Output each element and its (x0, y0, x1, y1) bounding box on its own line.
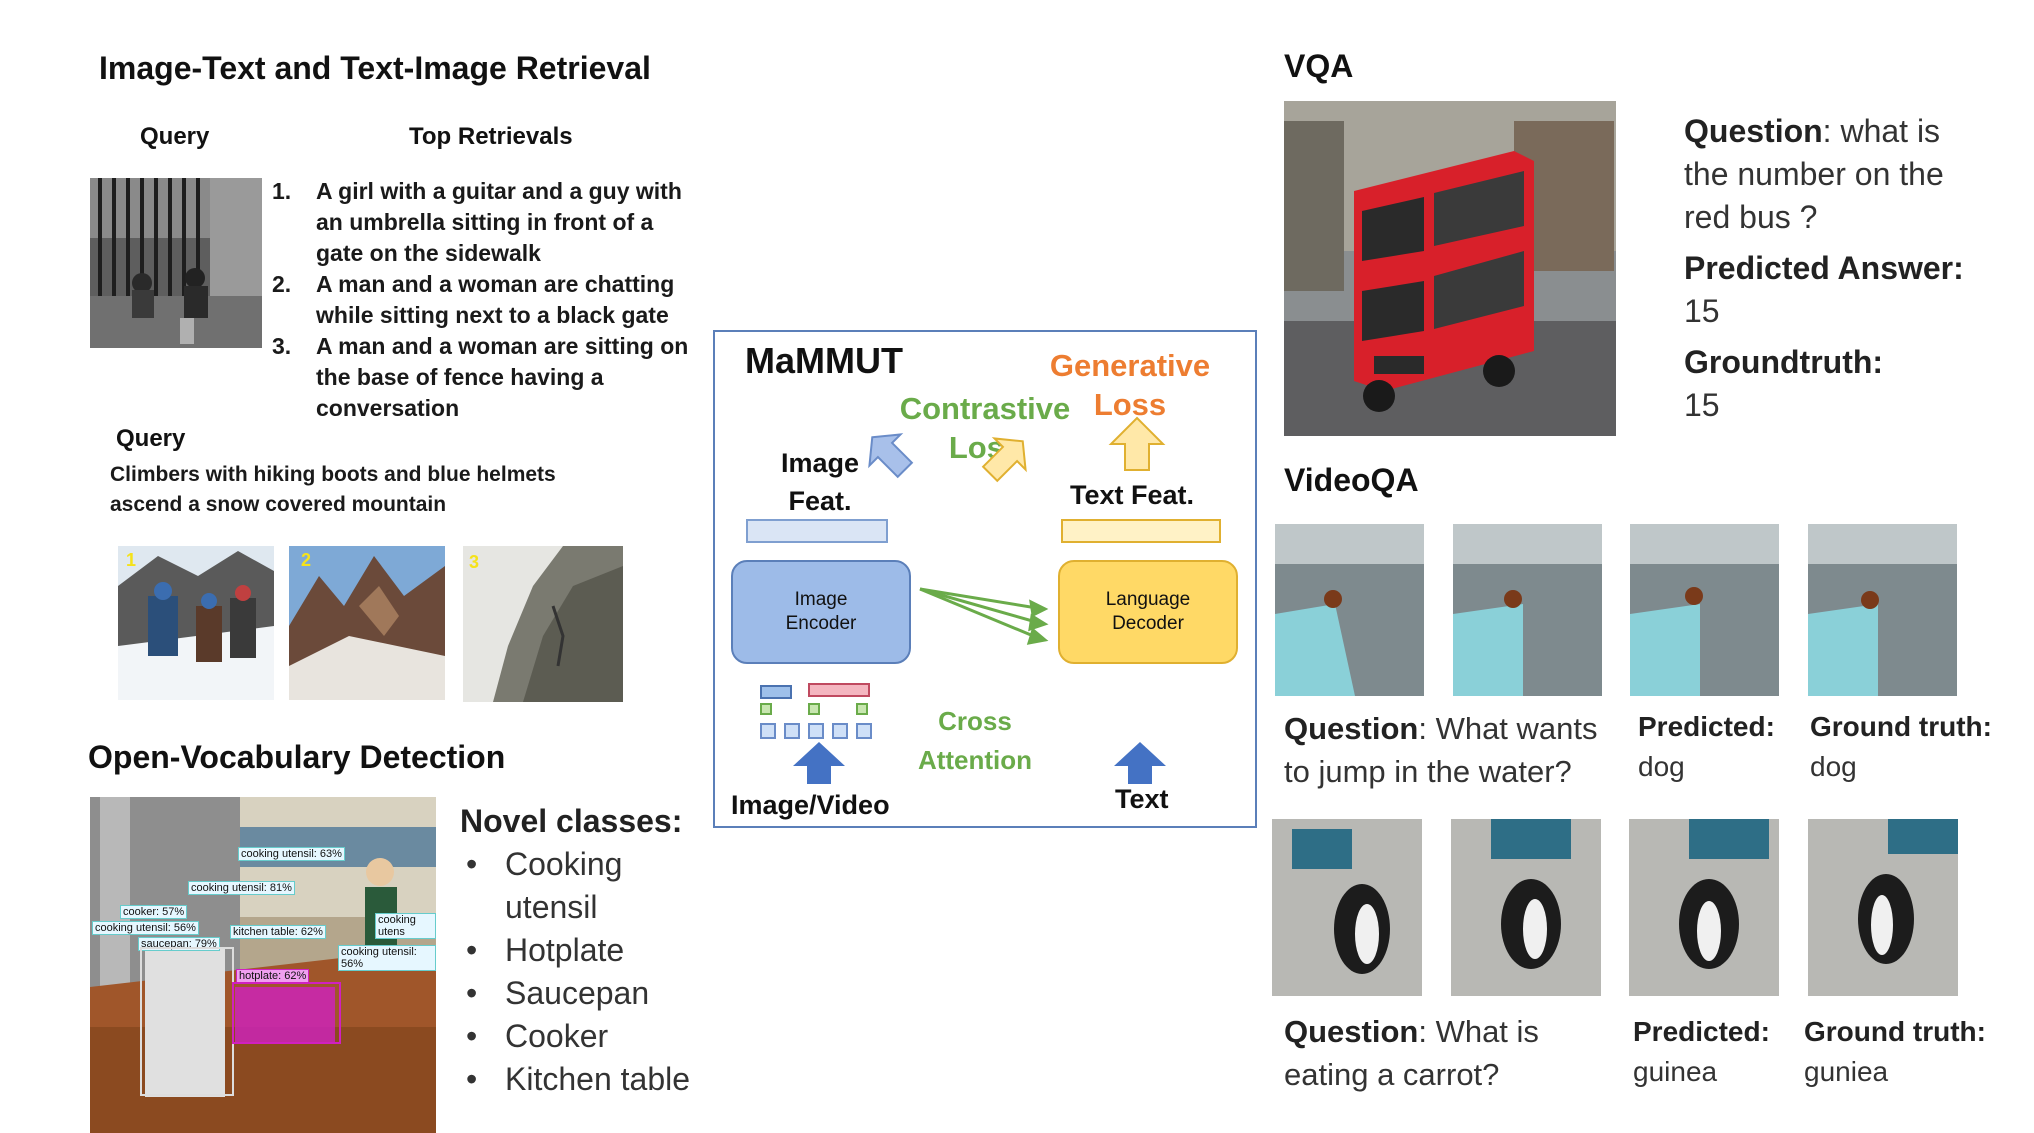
box-label: cooking utens (375, 913, 436, 939)
video-frame (1808, 819, 1958, 996)
vqa-predicted: Predicted Answer: (1684, 250, 1964, 286)
query2-text: Climbers with hiking boots and blue helm… (110, 463, 556, 516)
vqa-groundtruth-value: 15 (1684, 387, 1720, 423)
novel-classes: Novel classes: Cooking utensil Hotplate … (460, 800, 720, 1101)
diagram-shapes (746, 416, 1221, 784)
retrieved-image-2: 2 (289, 546, 445, 700)
generative-arrow (1108, 416, 1166, 471)
image-video-label: Image/Video (731, 790, 890, 820)
language-decoder-box: Language Decoder (1058, 560, 1238, 664)
bbox-saucepan (140, 947, 234, 1096)
retrieval-result: 1.A girl with a guitar and a guy with an… (272, 178, 682, 266)
contrastive-arrow-yellow (981, 437, 1027, 483)
box-label: cooking utensil: 81% (188, 881, 295, 895)
cross-attention-arrows (919, 587, 1049, 645)
retrieval-results-list: 1.A girl with a guitar and a guy with an… (272, 176, 697, 424)
video-frame (1453, 524, 1602, 696)
videoqa-title: VideoQA (1284, 462, 1419, 498)
detection-kitchen-image: cooking utensil: 63% cooking utensil: 81… (90, 797, 436, 1133)
vqa-title: VQA (1284, 48, 1354, 84)
video-frame (1630, 524, 1779, 696)
retrieved-image-3: 3 (463, 546, 623, 702)
video-frame (1808, 524, 1957, 696)
novel-class-item: Kitchen table (460, 1058, 720, 1101)
novel-class-item: Cooking utensil (460, 843, 645, 929)
bbox-hotplate (232, 982, 341, 1044)
image-input-arrow (793, 742, 845, 784)
videoqa-predicted-1: Predicted:dog (1638, 711, 1775, 782)
image-feature-bar (746, 519, 888, 543)
video-frame (1275, 524, 1424, 696)
videoqa-question-1: Question: What wants to jump in the wate… (1284, 711, 1598, 789)
videoqa-predicted-2: Predicted:guinea (1633, 1016, 1770, 1087)
mammut-diagram: MaMMUT Generative Loss Contrastive Loss … (713, 330, 1257, 828)
box-label: cooker: 57% (120, 905, 188, 919)
videoqa-groundtruth-2: Ground truth:guniea (1804, 1016, 1986, 1087)
token-embeddings (760, 683, 870, 715)
retrieved-image-1: 1 (118, 546, 274, 700)
text-input-label: Text (1115, 784, 1169, 814)
contrastive-arrow-blue (868, 433, 914, 479)
patch-tokens (760, 723, 872, 739)
novel-class-item: Hotplate (460, 929, 720, 972)
box-label: cooking utensil: 63% (238, 847, 345, 861)
box-label: hotplate: 62% (236, 969, 310, 983)
cross-attention-label: Cross Attention (917, 706, 1033, 775)
vqa-bus-image (1284, 101, 1616, 436)
retrieval-result: 2.A man and a woman are chatting while s… (272, 271, 675, 328)
vqa-groundtruth: Groundtruth: (1684, 344, 1884, 380)
retrieval-title: Image-Text and Text-Image Retrieval (99, 50, 651, 86)
novel-class-item: Cooker (460, 1015, 720, 1058)
videoqa-groundtruth-1: Ground truth:dog (1810, 711, 1992, 782)
query2-header: Query (116, 425, 186, 452)
rank-label: 2 (301, 550, 312, 570)
query-header: Query (140, 123, 210, 150)
box-label: cooking utensil: 56% (92, 921, 199, 935)
video-frame (1272, 819, 1422, 996)
image-encoder-label: Image Encoder (785, 589, 857, 634)
vqa-qa-block: Question: what is the number on the red … (1684, 110, 1984, 427)
box-label: cooking utensil: 56% (338, 945, 436, 971)
text-feature-bar (1061, 519, 1221, 543)
retrieval-result: 3.A man and a woman are sitting on the b… (272, 333, 689, 421)
detection-title: Open-Vocabulary Detection (88, 739, 506, 775)
rank-label: 1 (126, 550, 137, 570)
text-input-arrow (1114, 742, 1166, 784)
generative-loss-label: Generative Loss (1049, 348, 1211, 422)
video-frame (1629, 819, 1779, 996)
novel-class-item: Saucepan (460, 972, 720, 1015)
videoqa-question-2: Question: What is eating a carrot? (1284, 1014, 1539, 1092)
text-feat-label: Text Feat. (1070, 480, 1195, 510)
top-retrievals-header: Top Retrievals (409, 123, 573, 150)
video-frame (1451, 819, 1601, 996)
image-feat-label: Image Feat. (780, 448, 860, 516)
novel-classes-header: Novel classes: (460, 803, 683, 839)
language-decoder-label: Language Decoder (1105, 589, 1191, 634)
rank-label: 3 (469, 552, 480, 572)
box-label: kitchen table: 62% (230, 925, 326, 939)
query-street-image (90, 178, 262, 348)
vqa-predicted-value: 15 (1684, 293, 1720, 329)
vqa-question: Question: what is the number on the red … (1684, 113, 1944, 235)
bus-shape (1354, 151, 1534, 412)
mammut-title: MaMMUT (745, 340, 903, 381)
image-encoder-box: Image Encoder (731, 560, 911, 664)
